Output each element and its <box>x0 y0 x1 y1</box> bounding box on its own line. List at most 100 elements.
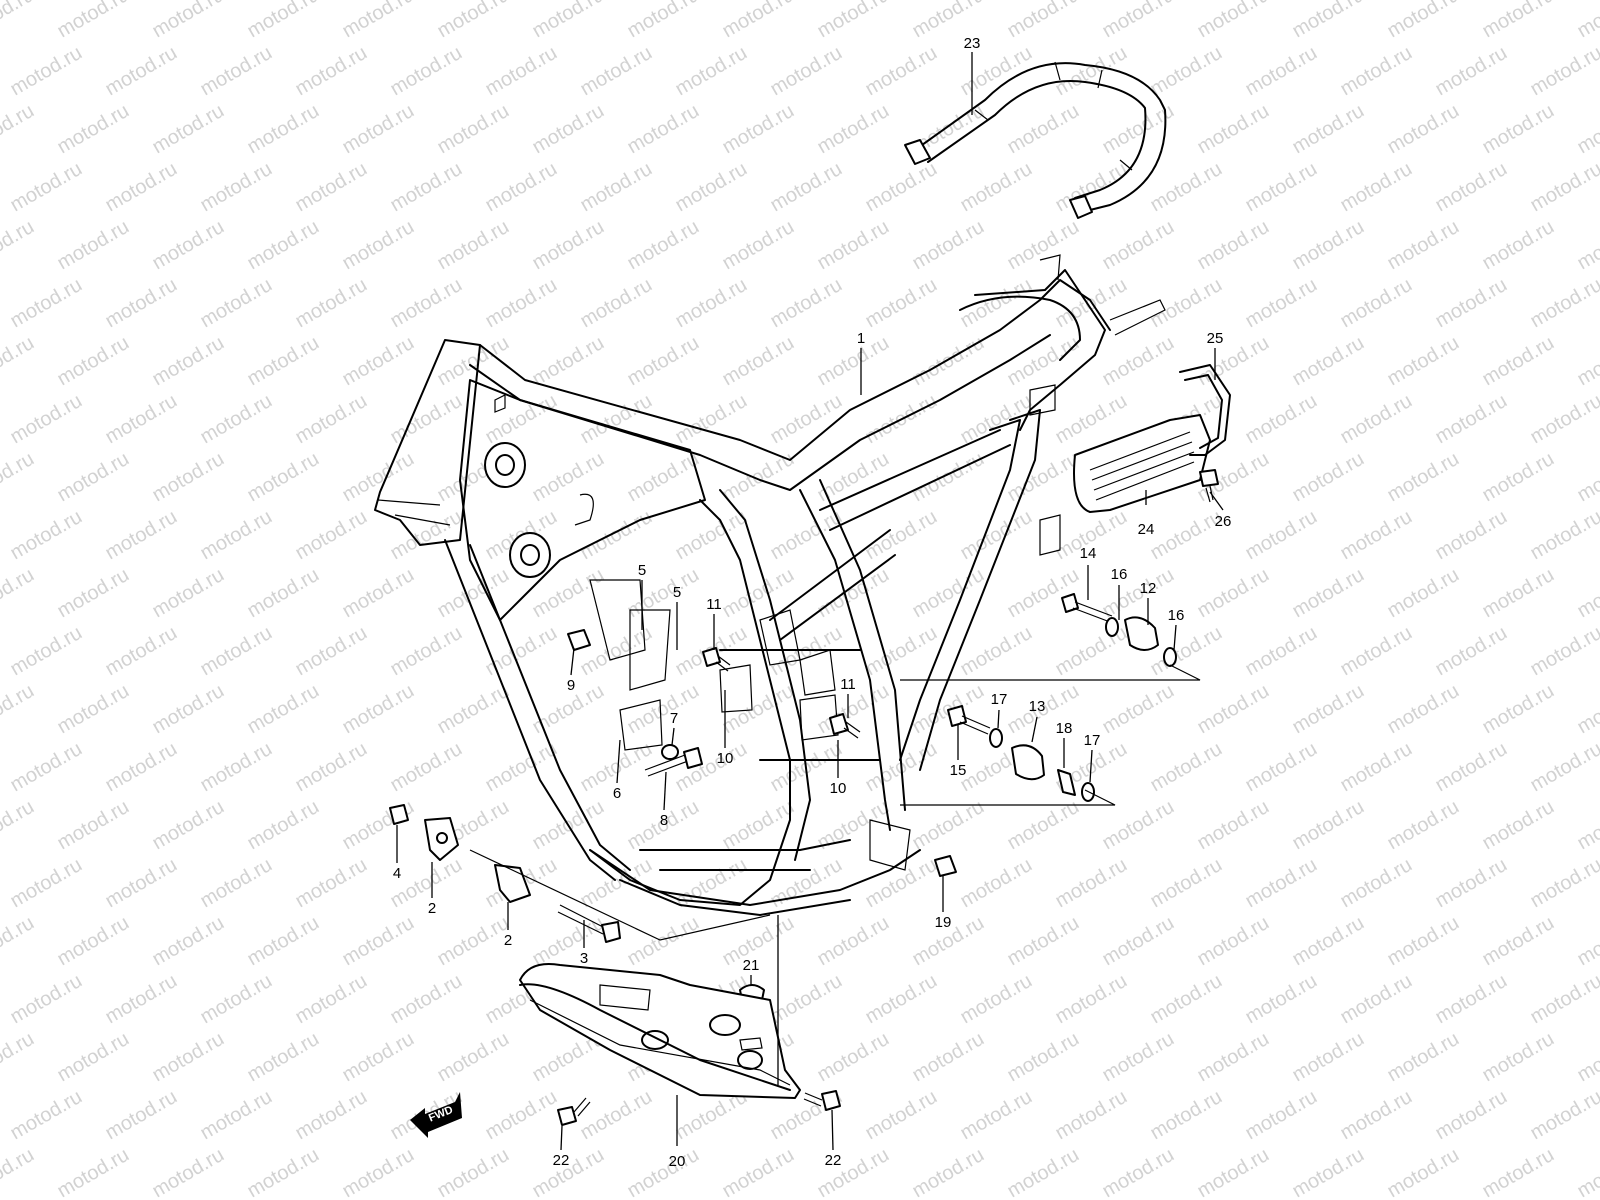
watermark-text: motod.ru <box>1242 274 1321 333</box>
watermark-text: motod.ru <box>1337 622 1416 681</box>
watermark-text: motod.ru <box>1289 796 1368 855</box>
watermark-text: motod.ru <box>54 332 133 391</box>
watermark-text: motod.ru <box>1574 1028 1600 1087</box>
watermark-text: motod.ru <box>577 158 656 217</box>
watermark-text: motod.ru <box>719 448 798 507</box>
watermark-text: motod.ru <box>1384 912 1463 971</box>
callout-3: 3 <box>580 950 588 967</box>
watermark-text: motod.ru <box>529 448 608 507</box>
watermark-text: motod.ru <box>719 796 798 855</box>
watermark-text: motod.ru <box>7 854 86 913</box>
watermark-text: motod.ru <box>767 42 846 101</box>
watermark-text: motod.ru <box>292 506 371 565</box>
watermark-text: motod.ru <box>814 332 893 391</box>
watermark-text: motod.ru <box>672 274 751 333</box>
watermark-text: motod.ru <box>1194 680 1273 739</box>
callout-7: 7 <box>670 710 678 727</box>
callout-22a: 22 <box>553 1152 570 1169</box>
watermark-text: motod.ru <box>577 274 656 333</box>
frame-boss-lower <box>509 532 551 578</box>
watermark-text: motod.ru <box>1242 1086 1321 1145</box>
watermark-text: motod.ru <box>767 506 846 565</box>
watermark-text: motod.ru <box>1242 970 1321 1029</box>
watermark-text: motod.ru <box>1479 1028 1558 1087</box>
callout-5a: 5 <box>638 562 646 579</box>
watermark-text: motod.ru <box>1147 738 1226 797</box>
watermark-text: motod.ru <box>1289 912 1368 971</box>
watermark-text: motod.ru <box>244 216 323 275</box>
watermark-text: motod.ru <box>244 564 323 623</box>
callout-17b: 17 <box>1084 732 1101 749</box>
watermark-text: motod.ru <box>1147 274 1226 333</box>
watermark-text: motod.ru <box>1004 216 1083 275</box>
watermark-text: motod.ru <box>434 1144 513 1200</box>
bracket-2a <box>424 817 459 861</box>
callout-8: 8 <box>660 812 668 829</box>
watermark-text: motod.ru <box>719 564 798 623</box>
watermark-text: motod.ru <box>7 42 86 101</box>
watermark-text: motod.ru <box>102 738 181 797</box>
watermark-text: motod.ru <box>1479 216 1558 275</box>
watermark-text: motod.ru <box>1289 100 1368 159</box>
callout-20: 20 <box>669 1153 686 1170</box>
watermark-text: motod.ru <box>1479 448 1558 507</box>
callout-16a: 16 <box>1111 566 1128 583</box>
nut-19 <box>934 855 957 877</box>
watermark-text: motod.ru <box>0 100 38 159</box>
callout-10a: 10 <box>717 750 734 767</box>
watermark-text: motod.ru <box>387 158 466 217</box>
watermark-text: motod.ru <box>1337 274 1416 333</box>
callout-2a: 2 <box>428 900 436 917</box>
watermark-text: motod.ru <box>102 970 181 1029</box>
watermark-text: motod.ru <box>1052 854 1131 913</box>
watermark-text: motod.ru <box>1004 912 1083 971</box>
watermark-text: motod.ru <box>149 448 228 507</box>
watermark-text: motod.ru <box>1432 42 1511 101</box>
watermark-text: motod.ru <box>197 738 276 797</box>
callout-21: 21 <box>743 957 760 974</box>
watermark-text: motod.ru <box>862 622 941 681</box>
watermark-text: motod.ru <box>1574 100 1600 159</box>
watermark-text: motod.ru <box>624 0 703 42</box>
bolt-11a <box>702 647 731 672</box>
watermark-text: motod.ru <box>767 390 846 449</box>
watermark-text: motod.ru <box>1479 332 1558 391</box>
watermark-text: motod.ru <box>672 42 751 101</box>
callout-11a: 11 <box>706 596 722 613</box>
watermark-text: motod.ru <box>244 332 323 391</box>
watermark-text: motod.ru <box>957 1086 1036 1145</box>
callout-17a: 17 <box>991 691 1008 708</box>
watermark-text: motod.ru <box>0 912 38 971</box>
watermark-text: motod.ru <box>1004 448 1083 507</box>
watermark-text: motod.ru <box>1384 216 1463 275</box>
watermark-text: motod.ru <box>434 216 513 275</box>
callout-9: 9 <box>567 677 575 694</box>
watermark-text: motod.ru <box>862 42 941 101</box>
watermark-text: motod.ru <box>957 506 1036 565</box>
watermark-text: motod.ru <box>387 274 466 333</box>
watermark-text: motod.ru <box>577 1086 656 1145</box>
watermark-text: motod.ru <box>387 390 466 449</box>
watermark-text: motod.ru <box>102 622 181 681</box>
watermark-text: motod.ru <box>1384 796 1463 855</box>
watermark-text: motod.ru <box>1337 970 1416 1029</box>
watermark-text: motod.ru <box>767 274 846 333</box>
watermark-text: motod.ru <box>54 1028 133 1087</box>
watermark-text: motod.ru <box>1147 854 1226 913</box>
watermark-text: motod.ru <box>957 274 1036 333</box>
watermark-text: motod.ru <box>1527 854 1600 913</box>
callout-13: 13 <box>1029 698 1046 715</box>
watermark-text: motod.ru <box>624 912 703 971</box>
leader-lines <box>396 52 1224 1151</box>
watermark-text: motod.ru <box>909 564 988 623</box>
watermark-text: motod.ru <box>719 216 798 275</box>
watermark-text: motod.ru <box>1004 0 1083 42</box>
watermark-text: motod.ru <box>1194 332 1273 391</box>
watermark-text: motod.ru <box>149 564 228 623</box>
watermark-text: motod.ru <box>767 158 846 217</box>
callout-15: 15 <box>950 762 967 779</box>
bolt-8 <box>644 747 703 777</box>
watermark-text: motod.ru <box>1574 680 1600 739</box>
watermark-text: motod.ru <box>102 390 181 449</box>
watermark-text: motod.ru <box>482 274 561 333</box>
